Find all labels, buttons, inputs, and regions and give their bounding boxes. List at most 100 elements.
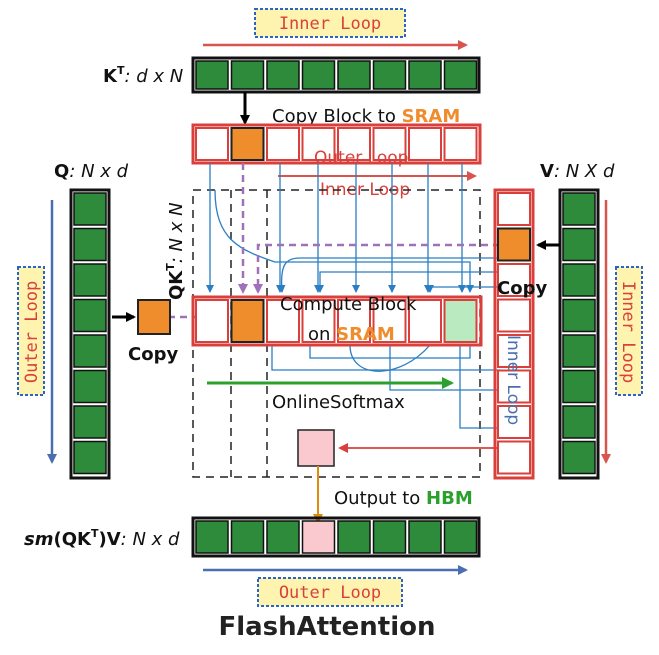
v-sram-block — [497, 227, 531, 262]
compute-block — [195, 299, 229, 343]
kt-block — [301, 60, 336, 90]
compute-block — [301, 299, 336, 343]
v-sram-block — [497, 298, 531, 333]
v-block — [562, 192, 596, 226]
output-block — [337, 520, 371, 554]
q-block — [73, 405, 107, 439]
compute-on-text: on SRAM — [308, 324, 395, 345]
compute-block — [266, 299, 300, 343]
v-block — [562, 334, 596, 368]
v-block — [562, 405, 596, 439]
k-sram-block — [372, 127, 407, 161]
q-block — [73, 440, 107, 475]
v-sram-block — [497, 405, 531, 439]
v-sram-block — [497, 192, 531, 226]
q-matrix — [69, 188, 111, 480]
svg-text:Inner Loop: Inner Loop — [618, 281, 638, 383]
k-sram-blocks — [191, 123, 482, 165]
k-sram-block — [443, 127, 478, 161]
q-block — [73, 227, 107, 262]
kt-matrix-frame — [191, 56, 481, 94]
output-matrix-frame — [191, 516, 481, 558]
output-block — [301, 520, 336, 554]
outer-loop-left-tag: Outer Loop — [17, 266, 45, 396]
v-block — [562, 369, 596, 404]
copy-block-text: Copy Block to SRAM — [272, 106, 460, 127]
q-label: Q: N x d — [54, 161, 129, 182]
q-block — [73, 192, 107, 226]
q-sram-block — [137, 299, 171, 335]
compute-block — [408, 299, 442, 343]
compute-sram-blocks — [191, 295, 483, 347]
kt-label: KT: d x N — [103, 64, 183, 87]
v-sram-block — [497, 369, 531, 404]
copy-right-text: Copy — [497, 278, 547, 299]
compute-block — [372, 299, 407, 343]
compute-block — [230, 299, 265, 343]
v-label: V: N X d — [540, 161, 615, 182]
k-sram-block — [266, 127, 300, 161]
compute-block — [443, 299, 478, 343]
output-block — [195, 520, 229, 554]
inner-loop-top-tag: Inner Loop — [254, 8, 406, 38]
v-sram-block — [497, 263, 531, 297]
output-block — [230, 520, 265, 554]
diagram-title: FlashAttention — [218, 612, 435, 642]
q-block — [73, 334, 107, 368]
k-sram-frame — [191, 123, 482, 165]
v-sram-block — [497, 334, 531, 368]
kt-block — [372, 60, 407, 90]
svg-text:Outer Loop: Outer Loop — [22, 281, 42, 383]
v-sram-blocks — [493, 188, 535, 480]
v-sram-block — [497, 440, 531, 475]
q-block — [73, 369, 107, 404]
k-sram-block — [337, 127, 371, 161]
kt-matrix — [191, 56, 481, 94]
kt-block — [195, 60, 229, 90]
output-block — [408, 520, 442, 554]
output-matrix — [191, 516, 481, 558]
compute-block-text: Compute Block — [280, 294, 417, 315]
kt-block — [408, 60, 442, 90]
sram-connection-arrows — [206, 163, 500, 429]
qkt-label: QKT: N x N — [164, 202, 187, 300]
q-block — [73, 263, 107, 297]
q-matrix-frame — [69, 188, 111, 480]
v-block — [562, 298, 596, 333]
v-block — [562, 440, 596, 475]
v-matrix-frame — [558, 188, 600, 480]
inner-loop-top-text: Inner Loop — [279, 14, 381, 34]
compute-block — [337, 299, 371, 343]
inner-loop-blue-text: Inner Loop — [503, 335, 523, 425]
outer-loop-bottom-tag: Outer Loop — [257, 577, 403, 607]
qkt-region — [192, 189, 481, 478]
kt-block — [230, 60, 265, 90]
svg-text:Outer Loop: Outer Loop — [279, 583, 381, 603]
v-block — [562, 263, 596, 297]
outer-loop-red-text: Outer Loop — [314, 148, 408, 168]
v-sram-frame — [493, 188, 535, 480]
compute-sram-frame — [191, 295, 483, 347]
k-sram-block — [408, 127, 442, 161]
k-sram-block — [195, 127, 229, 161]
k-sram-block — [301, 127, 336, 161]
copy-left-text: Copy — [128, 344, 178, 365]
inner-loop-right-tag: Inner Loop — [615, 266, 643, 396]
output-block — [443, 520, 478, 554]
v-matrix — [558, 188, 600, 480]
output-hbm-text: Output to HBM — [334, 488, 473, 509]
output-block — [266, 520, 300, 554]
v-block — [562, 227, 596, 262]
kt-block — [266, 60, 300, 90]
kt-block — [337, 60, 371, 90]
purple-v-arrow — [253, 243, 500, 294]
online-softmax-text: OnlineSoftmax — [272, 392, 405, 413]
k-sram-block — [230, 127, 265, 161]
kt-block — [443, 60, 478, 90]
output-sram-block — [297, 429, 335, 467]
q-block — [73, 298, 107, 333]
output-label: sm(QKT)V: N x d — [24, 527, 180, 550]
output-block — [372, 520, 407, 554]
